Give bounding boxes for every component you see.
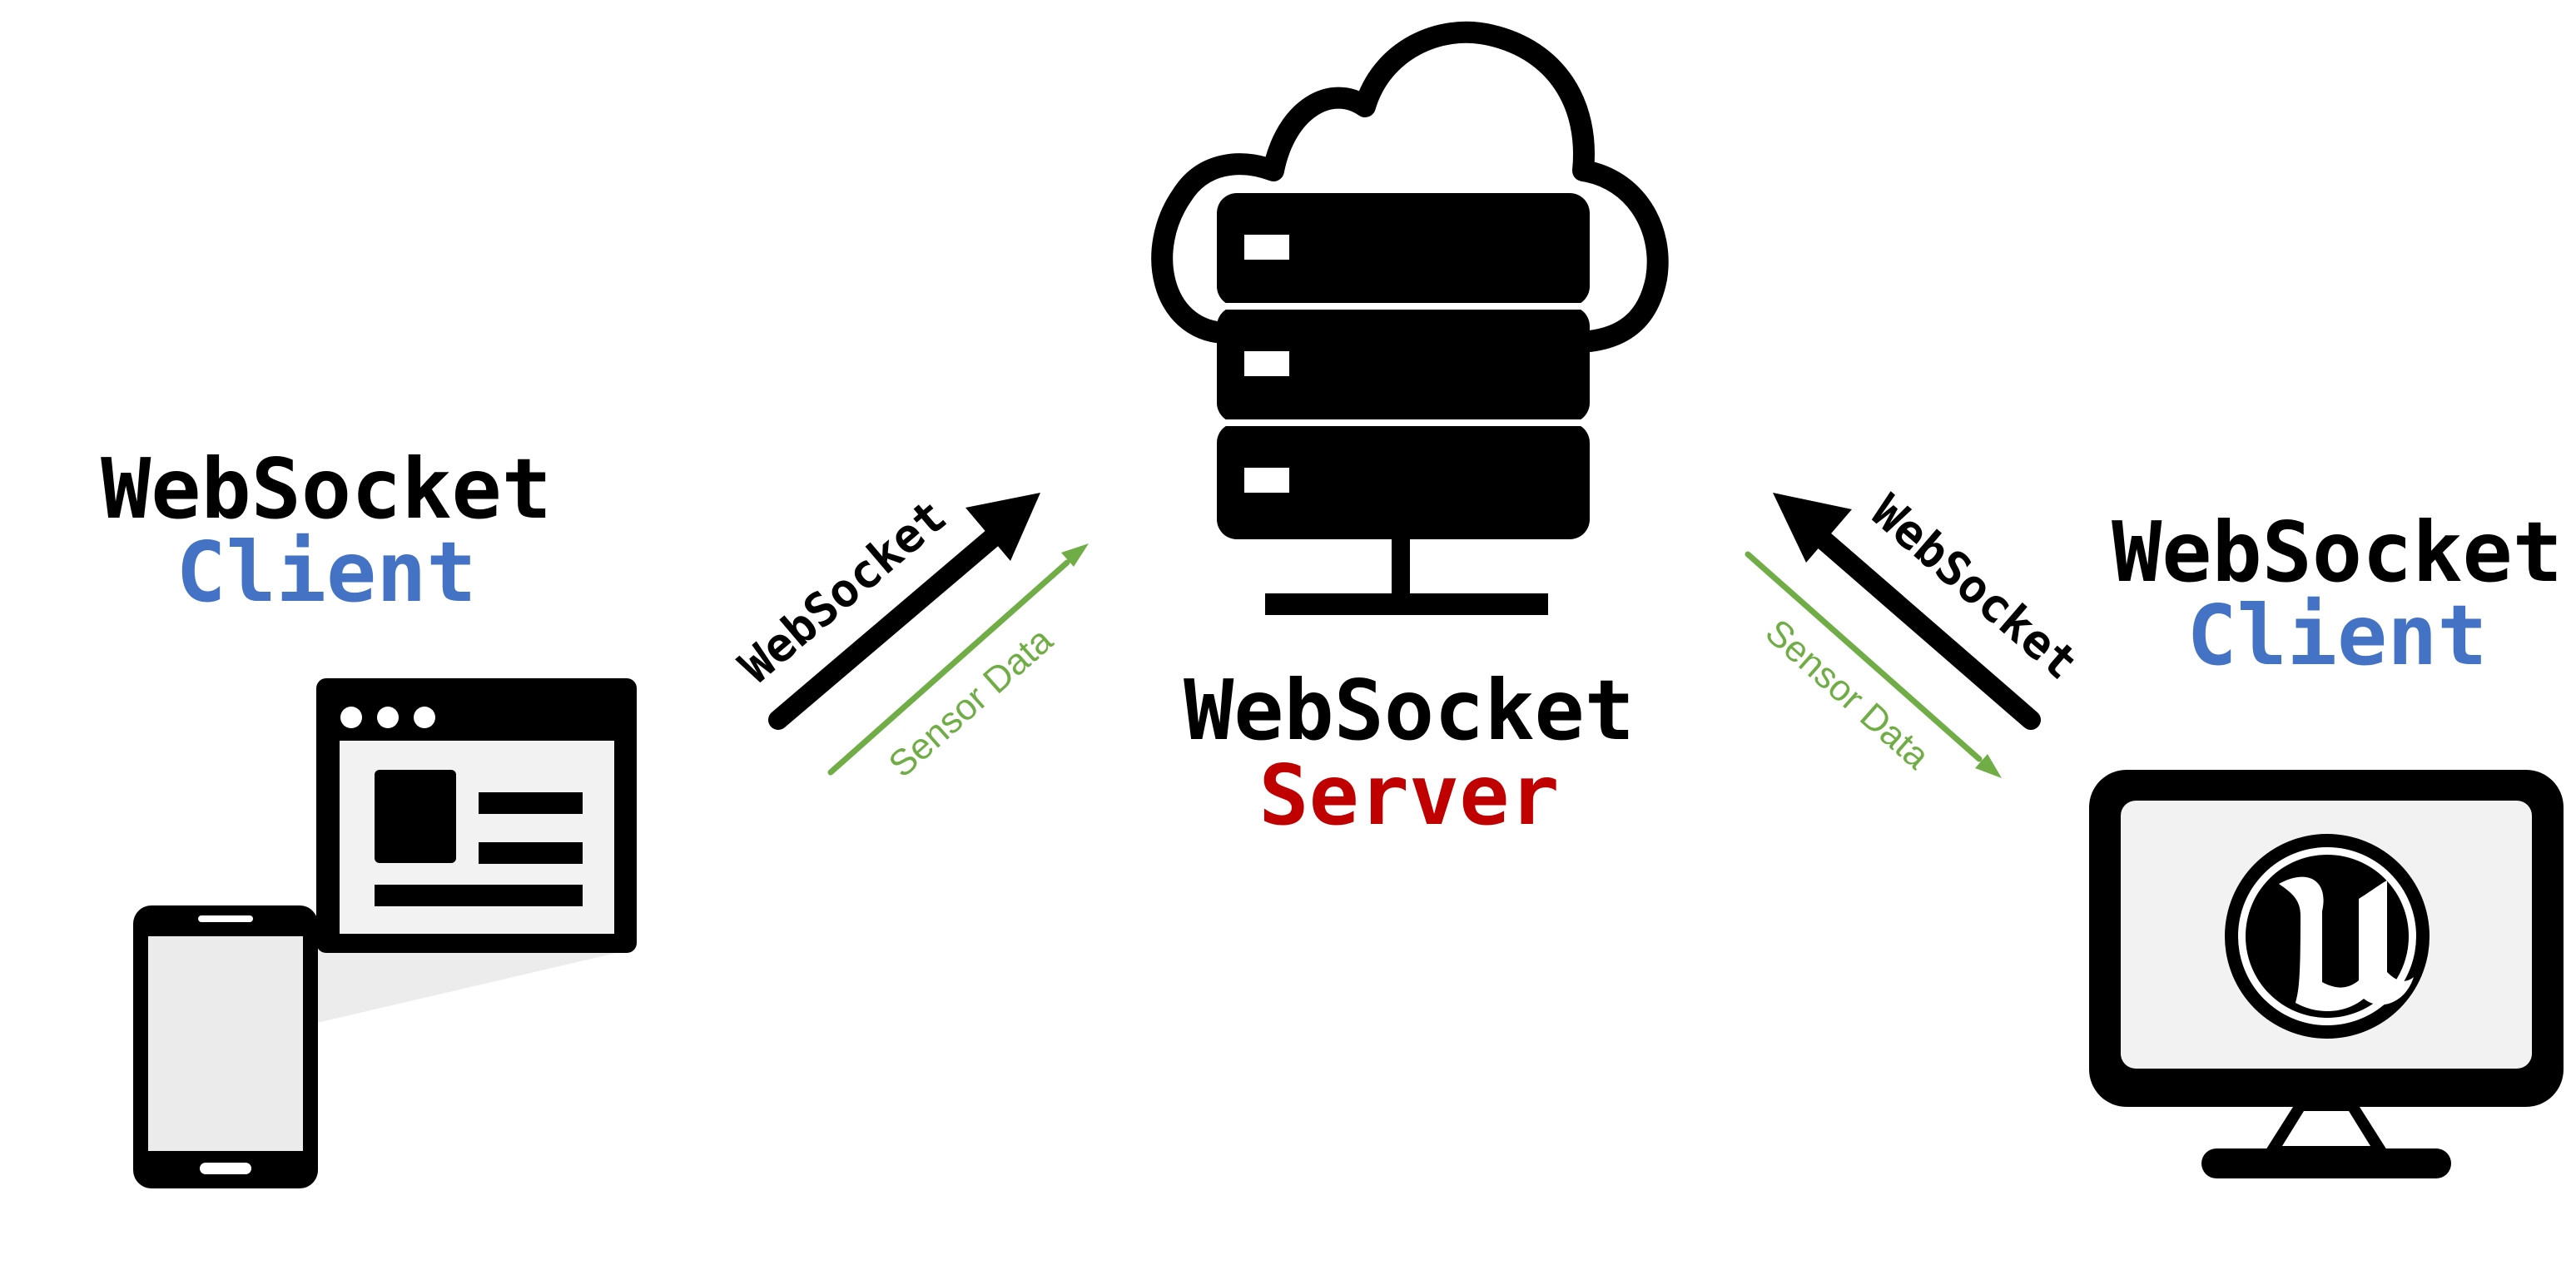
server: WebSocket Server xyxy=(1151,21,1669,844)
right-client-title-line2: Client xyxy=(2186,587,2487,684)
left-client-title-line1: WebSocket xyxy=(101,440,552,538)
left-websocket-arrow xyxy=(768,493,1040,730)
right-client-title-line1: WebSocket xyxy=(2112,504,2563,601)
left-connection: WebSocket Sensor Data xyxy=(729,489,1089,786)
right-sensor-data-arrow xyxy=(1745,551,2002,778)
unreal-engine-logo-icon xyxy=(2225,834,2430,1039)
right-connection: WebSocket Sensor Data xyxy=(1745,484,2087,778)
left-client-title-line2: Client xyxy=(176,523,476,621)
right-client: WebSocket Client xyxy=(2089,504,2564,1178)
server-rack-icon xyxy=(1217,193,1590,615)
server-title-line1: WebSocket xyxy=(1184,662,1635,759)
right-websocket-arrow xyxy=(1773,493,2041,730)
left-sensor-data-arrow xyxy=(827,543,1089,776)
smartphone-icon xyxy=(133,905,318,1188)
left-client: WebSocket Client xyxy=(101,440,637,1188)
cloud-icon xyxy=(1151,21,1669,352)
server-title-line2: Server xyxy=(1258,747,1559,844)
browser-window-icon xyxy=(316,678,637,953)
